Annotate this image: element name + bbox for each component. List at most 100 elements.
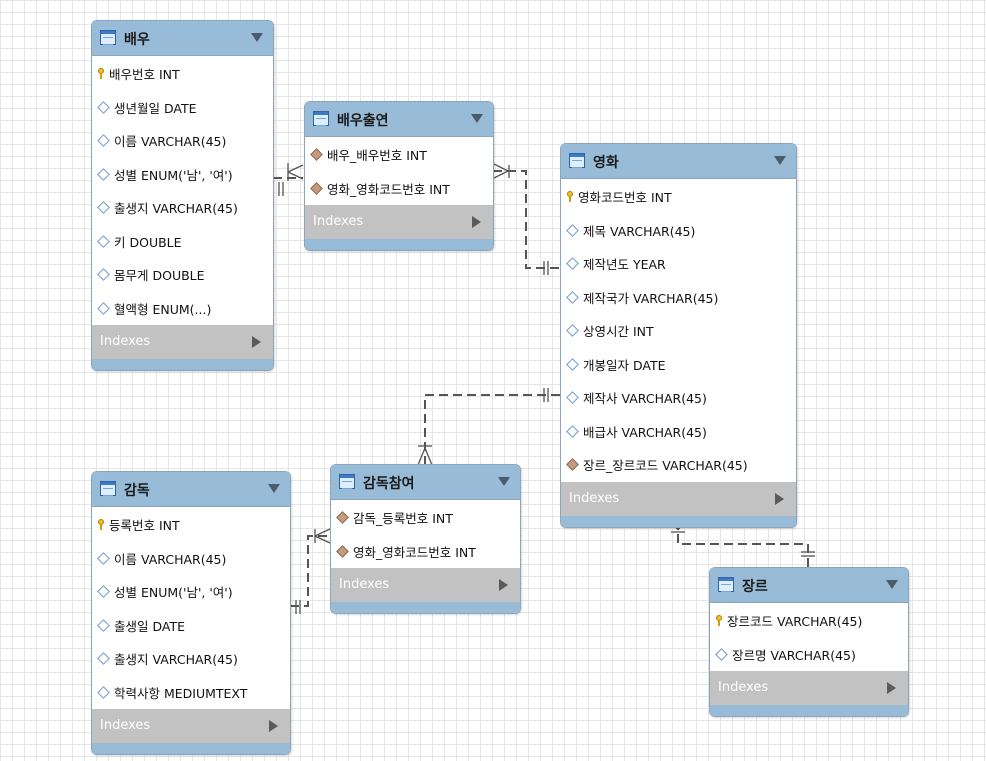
- indexes-section[interactable]: Indexes: [305, 205, 493, 239]
- column-text: 제작국가 VARCHAR(45): [583, 290, 719, 306]
- attribute-icon: [97, 234, 110, 248]
- attribute-icon: [97, 201, 110, 215]
- collapse-triangle-icon[interactable]: [498, 477, 510, 486]
- column-row[interactable]: 개봉일자 DATE: [561, 348, 796, 382]
- column-row[interactable]: 영화_영화코드번호 INT: [331, 535, 520, 569]
- relationship-director-direction: [290, 528, 331, 614]
- column-row[interactable]: 이름 VARCHAR(45): [92, 124, 273, 158]
- column-row[interactable]: 배우번호 INT: [92, 57, 273, 91]
- column-row[interactable]: 영화_영화코드번호 INT: [305, 172, 493, 206]
- collapse-triangle-icon[interactable]: [251, 33, 263, 42]
- attribute-icon: [97, 268, 110, 282]
- expand-arrow-icon[interactable]: [499, 579, 508, 591]
- expand-arrow-icon[interactable]: [775, 492, 784, 505]
- column-text: 제작사 VARCHAR(45): [583, 391, 707, 407]
- indexes-section[interactable]: Indexes: [561, 481, 796, 516]
- attribute-icon: [566, 424, 579, 438]
- column-row[interactable]: 영화코드번호 INT: [561, 180, 796, 214]
- indexes-section[interactable]: Indexes: [331, 568, 520, 602]
- key-icon: [98, 68, 104, 80]
- table-header[interactable]: 감독: [92, 472, 290, 507]
- table-header[interactable]: 장르: [710, 568, 908, 603]
- indexes-label: Indexes: [100, 334, 151, 349]
- key-icon: [98, 519, 104, 531]
- column-row[interactable]: 성별 ENUM('남', '여'): [92, 158, 273, 192]
- collapse-triangle-icon[interactable]: [268, 484, 280, 493]
- column-row[interactable]: 생년월일 DATE: [92, 91, 273, 125]
- column-text: 키 DOUBLE: [114, 234, 182, 250]
- attribute-icon: [566, 391, 579, 405]
- column-row[interactable]: 성별 ENUM('남', '여'): [92, 575, 290, 609]
- expand-arrow-icon[interactable]: [887, 682, 896, 694]
- column-text: 생년월일 DATE: [114, 100, 197, 116]
- column-text: 출생지 VARCHAR(45): [114, 201, 238, 217]
- table-icon: [569, 153, 585, 168]
- expand-arrow-icon[interactable]: [252, 336, 261, 348]
- column-row[interactable]: 혈액형 ENUM(...): [92, 292, 273, 326]
- column-row[interactable]: 배우_배우번호 INT: [305, 138, 493, 172]
- column-row[interactable]: 상영시간 INT: [561, 314, 796, 348]
- attribute-icon: [566, 290, 579, 304]
- collapse-triangle-icon[interactable]: [774, 156, 786, 165]
- column-text: 이름 VARCHAR(45): [114, 551, 227, 567]
- foreign-key-icon: [310, 181, 323, 195]
- column-row[interactable]: 출생지 VARCHAR(45): [92, 642, 290, 676]
- expand-arrow-icon[interactable]: [269, 720, 278, 732]
- column-row[interactable]: 장르코드 VARCHAR(45): [710, 604, 908, 638]
- column-row[interactable]: 감독_등록번호 INT: [331, 501, 520, 535]
- table-name: 감독: [124, 483, 150, 499]
- column-row[interactable]: 키 DOUBLE: [92, 225, 273, 259]
- collapse-triangle-icon[interactable]: [471, 114, 483, 123]
- column-text: 이름 VARCHAR(45): [114, 134, 227, 150]
- table-footer: [710, 705, 908, 716]
- table-header[interactable]: 영화: [561, 144, 796, 179]
- column-text: 장르명 VARCHAR(45): [732, 647, 856, 663]
- attribute-icon: [97, 167, 110, 181]
- expand-arrow-icon[interactable]: [472, 216, 481, 228]
- column-text: 개봉일자 DATE: [583, 357, 666, 373]
- column-row[interactable]: 몸무게 DOUBLE: [92, 258, 273, 292]
- attribute-icon: [566, 324, 579, 338]
- column-row[interactable]: 장르_장르코드 VARCHAR(45): [561, 448, 796, 482]
- column-text: 제작년도 YEAR: [583, 257, 666, 273]
- table-footer: [305, 239, 493, 250]
- column-row[interactable]: 제작국가 VARCHAR(45): [561, 281, 796, 315]
- table-icon: [339, 474, 355, 489]
- table-header[interactable]: 감독참여: [331, 465, 520, 500]
- column-row[interactable]: 출생일 DATE: [92, 609, 290, 643]
- column-row[interactable]: 제작년도 YEAR: [561, 247, 796, 281]
- column-row[interactable]: 제목 VARCHAR(45): [561, 214, 796, 248]
- indexes-section[interactable]: Indexes: [92, 709, 290, 743]
- relationship-appearance-movie: [493, 163, 560, 275]
- column-row[interactable]: 등록번호 INT: [92, 508, 290, 542]
- column-text: 성별 ENUM('남', '여'): [114, 167, 233, 183]
- attribute-icon: [97, 134, 110, 148]
- column-row[interactable]: 배급사 VARCHAR(45): [561, 415, 796, 449]
- column-row[interactable]: 학력사항 MEDIUMTEXT: [92, 676, 290, 710]
- table-name: 배우출연: [337, 113, 389, 129]
- indexes-section[interactable]: Indexes: [710, 671, 908, 705]
- table-header[interactable]: 배우: [92, 21, 273, 56]
- column-text: 학력사항 MEDIUMTEXT: [114, 685, 248, 701]
- column-row[interactable]: 장르명 VARCHAR(45): [710, 638, 908, 672]
- foreign-key-icon: [566, 458, 579, 472]
- table-header[interactable]: 배우출연: [305, 102, 493, 137]
- column-text: 몸무게 DOUBLE: [114, 268, 205, 284]
- column-row[interactable]: 제작사 VARCHAR(45): [561, 381, 796, 415]
- table-director-participation[interactable]: 감독참여 감독_등록번호 INT 영화_영화코드번호 INT Indexes: [330, 464, 521, 614]
- table-actor[interactable]: 배우 배우번호 INT 생년월일 DATE 이름 VARCHAR(45) 성별 ENU…: [91, 20, 274, 371]
- table-icon: [313, 111, 329, 126]
- collapse-triangle-icon[interactable]: [886, 580, 898, 589]
- column-row[interactable]: 출생지 VARCHAR(45): [92, 191, 273, 225]
- column-text: 감독_등록번호 INT: [353, 511, 453, 527]
- attribute-icon: [715, 647, 728, 661]
- indexes-label: Indexes: [100, 718, 151, 733]
- column-row[interactable]: 이름 VARCHAR(45): [92, 542, 290, 576]
- table-footer: [331, 602, 520, 613]
- table-genre[interactable]: 장르 장르코드 VARCHAR(45) 장르명 VARCHAR(45) Index…: [709, 567, 909, 717]
- indexes-section[interactable]: Indexes: [92, 325, 273, 359]
- table-director[interactable]: 감독 등록번호 INT 이름 VARCHAR(45) 성별 ENUM('남', '여…: [91, 471, 291, 755]
